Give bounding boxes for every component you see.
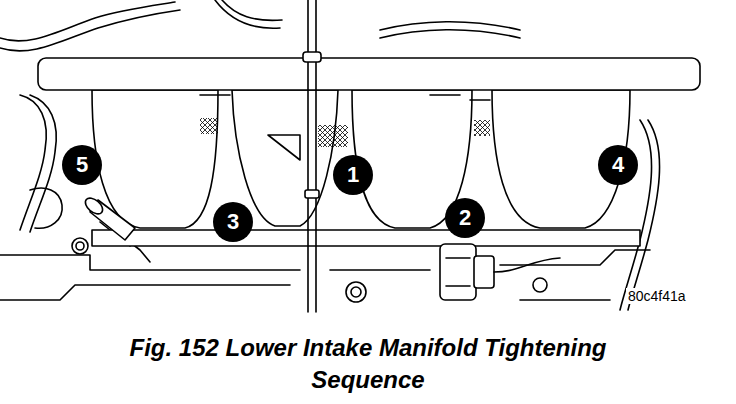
- callout-circle: 3: [213, 202, 253, 242]
- figure-code: 80c4f41a: [626, 288, 688, 304]
- callout-number: 5: [76, 154, 88, 176]
- callout-circle: 5: [62, 145, 102, 185]
- figure-caption: Fig. 152 Lower Intake Manifold Tightenin…: [73, 332, 663, 396]
- coolant-fitting: [82, 195, 135, 240]
- lower-flange: [92, 230, 640, 246]
- callout-circle: 4: [598, 145, 638, 185]
- callout-circle: 2: [445, 198, 485, 238]
- callout-number: 2: [459, 207, 471, 229]
- dipstick-tube: [303, 0, 321, 312]
- electrical-connector: [440, 244, 560, 300]
- intake-runners: [92, 90, 630, 228]
- callout-number: 3: [227, 211, 239, 233]
- upper-flange: [38, 58, 700, 90]
- callout-number: 4: [612, 154, 624, 176]
- callout-circle: 1: [333, 155, 373, 195]
- callout-number: 1: [347, 164, 359, 186]
- wire-harness: [0, 0, 660, 310]
